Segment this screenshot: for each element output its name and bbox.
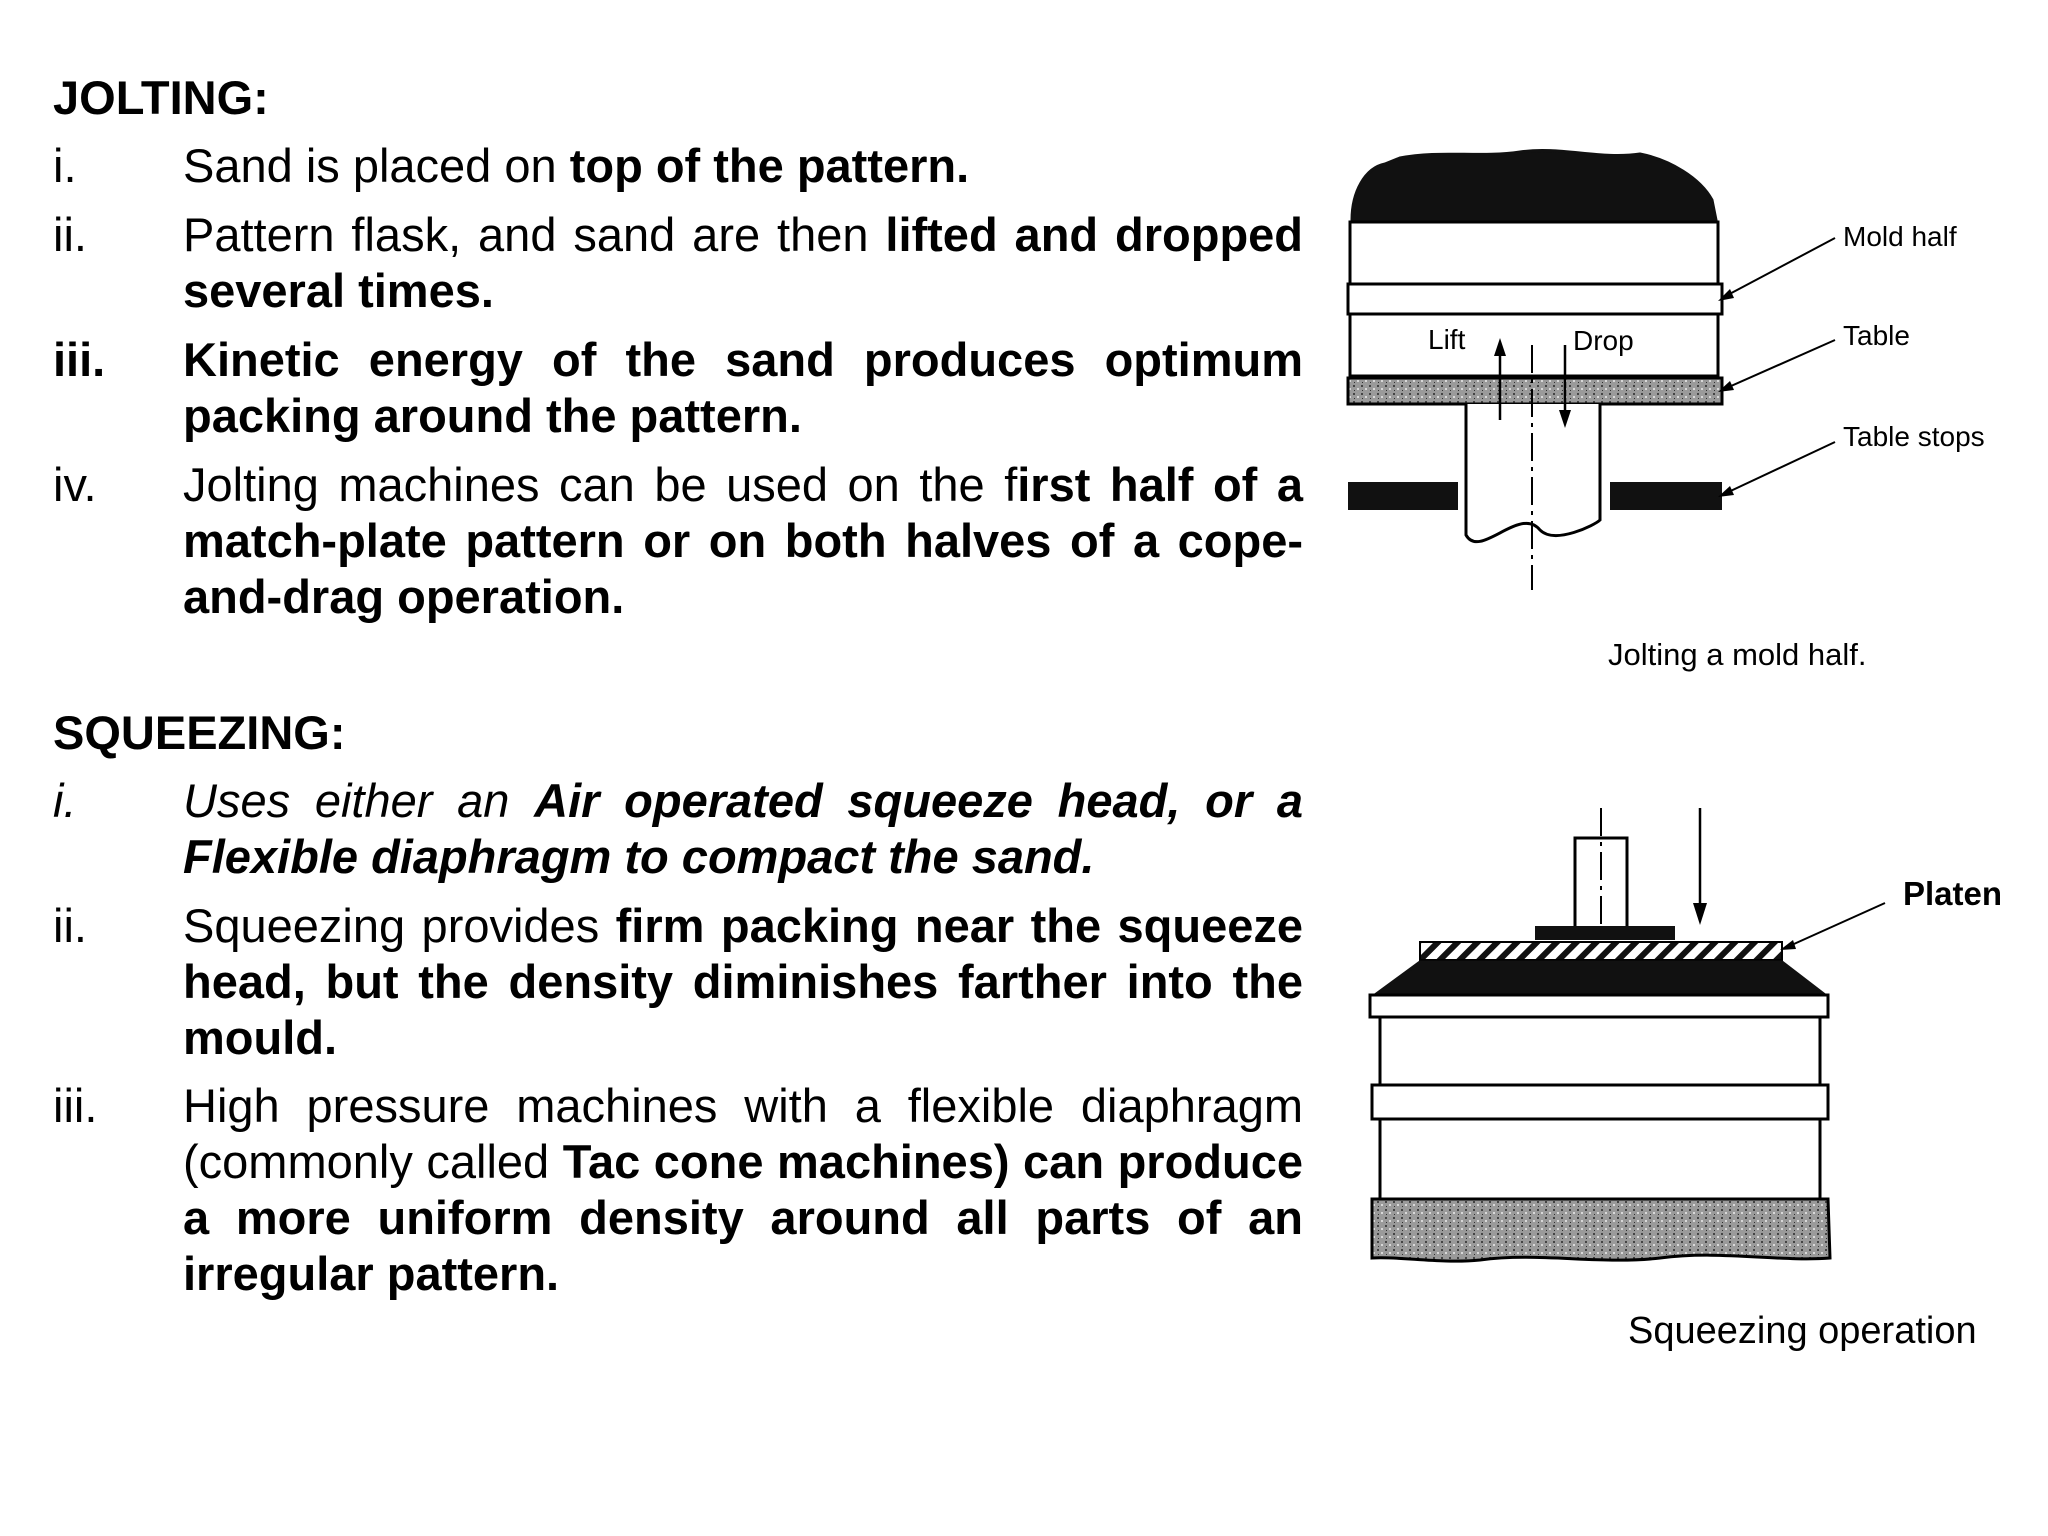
squeezing-item-2: ii. Squeezing provides firm packing near…	[53, 898, 1303, 1066]
label-platen: Platen	[1903, 875, 2002, 912]
sand-mound	[1350, 148, 1718, 222]
item-text: Squeezing provides firm packing near the…	[183, 899, 1303, 1064]
item-number: i.	[53, 774, 77, 827]
mold-half-upper	[1348, 220, 1720, 286]
item-text: Sand is placed on top of the pattern.	[183, 139, 970, 192]
squeezing-diagram	[1368, 808, 1886, 1263]
squeeze-base	[1370, 1197, 1832, 1263]
squeezing-caption: Squeezing operation	[1628, 1310, 1977, 1352]
item-text: Jolting machines can be used on the firs…	[183, 458, 1303, 623]
jolting-heading: JOLTING:	[53, 71, 269, 124]
squeezing-heading: SQUEEZING:	[53, 706, 346, 759]
squeezing-item-1: i. Uses either an Air operated squeeze h…	[53, 773, 1303, 885]
item-number: ii.	[53, 208, 87, 261]
squeezed-sand	[1370, 960, 1830, 997]
jolting-diagram	[1346, 148, 1836, 590]
squeezing-item-3: iii. High pressure machines with a flexi…	[53, 1078, 1303, 1302]
flask-lower	[1378, 1117, 1822, 1201]
item-number: i.	[53, 139, 77, 192]
table	[1346, 376, 1724, 406]
mold-half-band	[1346, 282, 1724, 316]
platen	[1419, 941, 1783, 961]
table-stop-left	[1348, 482, 1458, 510]
mold-half-lower	[1348, 312, 1720, 378]
item-number: ii.	[53, 899, 87, 952]
label-table-stops: Table stops	[1843, 421, 1985, 452]
flask-upper	[1378, 1015, 1822, 1087]
label-table: Table	[1843, 320, 1910, 351]
jolting-item-1: i. Sand is placed on top of the pattern.	[53, 138, 1303, 194]
jolt-rod	[1464, 404, 1602, 544]
jolting-item-4: iv. Jolting machines can be used on the …	[53, 457, 1303, 625]
item-text: High pressure machines with a flexible d…	[183, 1079, 1303, 1300]
item-number: iii.	[53, 333, 106, 386]
flask-top-band	[1368, 993, 1830, 1019]
label-lift: Lift	[1428, 324, 1466, 355]
table-stop-right	[1610, 482, 1722, 510]
jolting-item-3: iii. Kinetic energy of the sand produces…	[53, 332, 1303, 444]
item-number: iii.	[53, 1079, 98, 1132]
item-text: Pattern flask, and sand are then lifted …	[183, 208, 1303, 317]
label-mold-half: Mold half	[1843, 221, 1957, 252]
flask-middle-band	[1370, 1083, 1830, 1121]
item-number: iv.	[53, 458, 97, 511]
item-text: Uses either an Air operated squeeze head…	[183, 774, 1303, 883]
item-text: Kinetic energy of the sand produces opti…	[183, 333, 1303, 442]
label-drop: Drop	[1573, 325, 1634, 356]
jolting-item-2: ii. Pattern flask, and sand are then lif…	[53, 207, 1303, 319]
jolting-caption: Jolting a mold half.	[1608, 637, 1866, 672]
